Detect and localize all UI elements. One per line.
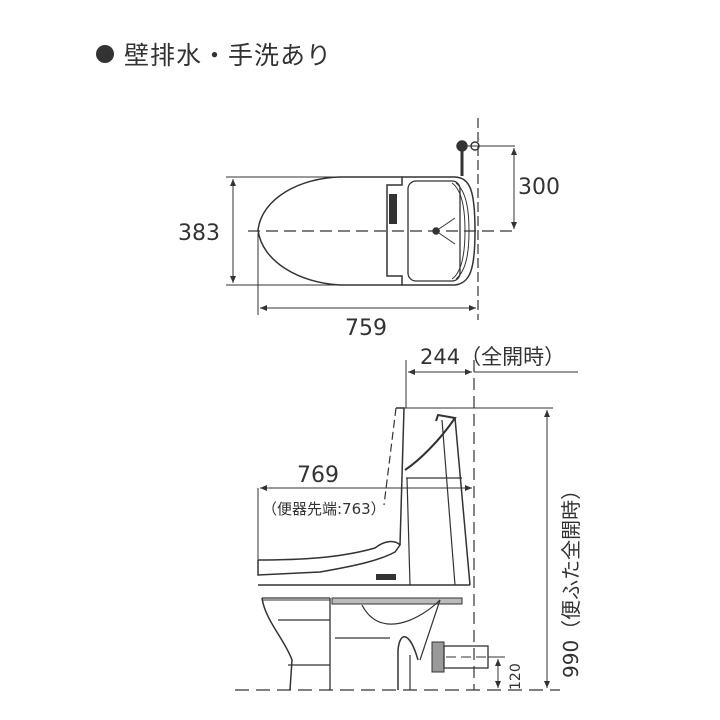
- side-view: [235, 360, 578, 691]
- plan-view: [226, 118, 517, 320]
- plan-supply-offset-label: 300: [518, 175, 560, 200]
- side-length-label: 769: [297, 463, 339, 488]
- lid-open-depth-label: 244（全開時）: [420, 345, 565, 369]
- drain-height-label: 120: [508, 663, 524, 690]
- diagram-title-text: 壁排水・手洗あり: [124, 41, 333, 70]
- bowl-tip-note: （便器先端:763）: [262, 500, 386, 518]
- total-height-label: 990（便ふた全開時）: [559, 480, 583, 678]
- bullet-icon: [96, 45, 114, 63]
- diagram-title: 壁排水・手洗あり: [96, 36, 332, 72]
- plan-length-label: 759: [345, 316, 387, 341]
- plan-width-label: 383: [178, 221, 220, 246]
